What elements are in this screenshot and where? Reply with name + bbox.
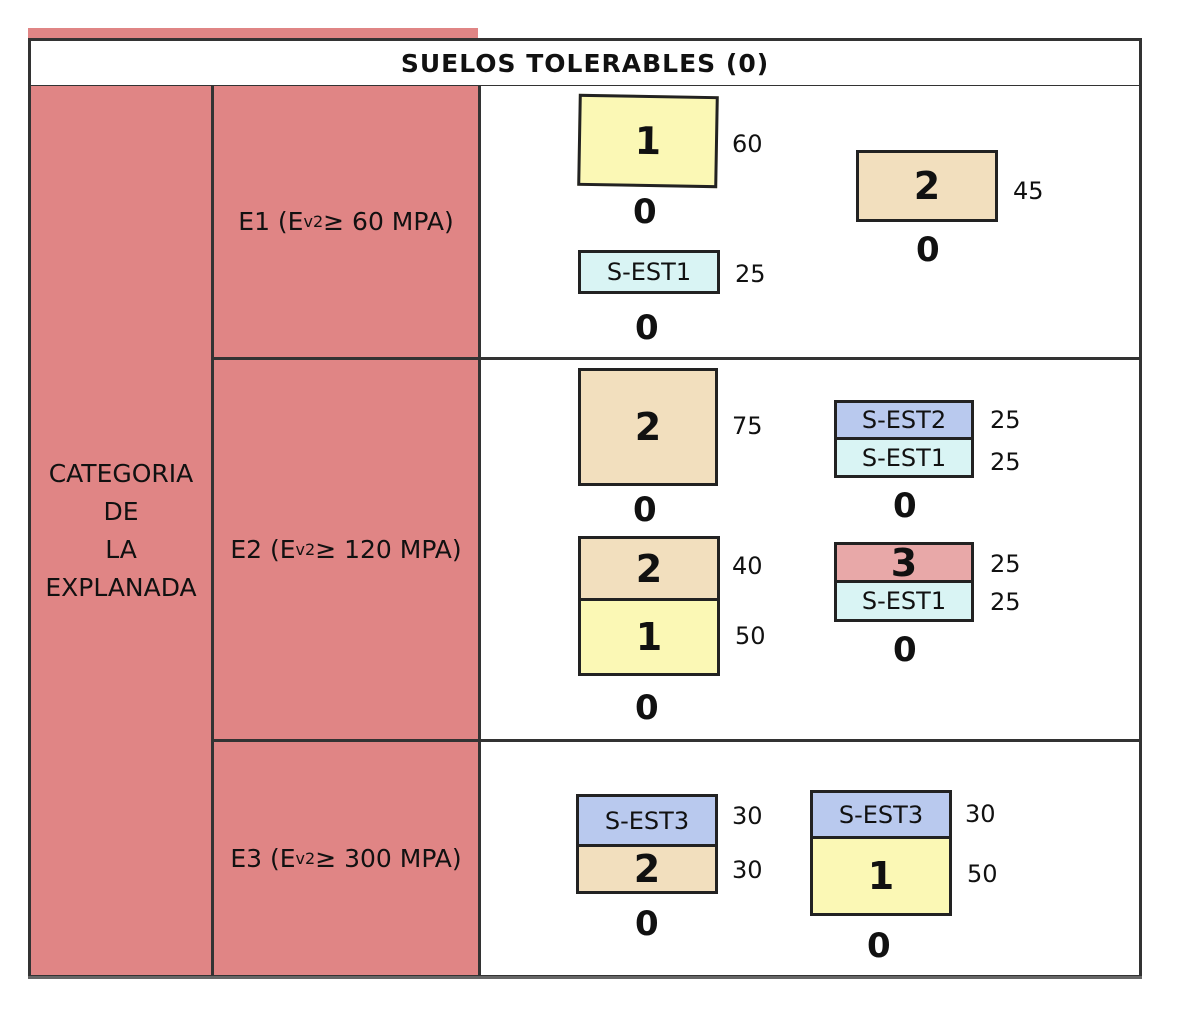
layer-block: 2 xyxy=(581,539,717,601)
table-header: SUELOS TOLERABLES (0) xyxy=(28,38,1142,88)
thickness-label: 75 xyxy=(732,412,763,440)
layer-block: 1 xyxy=(577,93,719,189)
category-label: CATEGORIA DE LA EXPLANADA xyxy=(28,86,214,978)
layer-block: 3 xyxy=(837,541,971,585)
thickness-label: 25 xyxy=(990,448,1021,476)
category-line: CATEGORIA xyxy=(48,458,194,488)
layer-block: 1 xyxy=(813,839,949,913)
layer-stack: 3 S-EST1 xyxy=(834,541,974,622)
thickness-label: 40 xyxy=(732,552,763,580)
category-line: LA xyxy=(105,534,137,564)
layer-stack: S-EST3 2 xyxy=(576,794,718,894)
layer-block: 2 xyxy=(579,847,715,891)
thickness-label: 25 xyxy=(735,260,766,288)
thickness-label: 45 xyxy=(1013,177,1044,205)
subgrade-label: 0 xyxy=(893,486,917,526)
thickness-label: 50 xyxy=(967,860,998,888)
thickness-label: 50 xyxy=(735,622,766,650)
category-line: DE xyxy=(103,496,139,526)
layer-block: 2 xyxy=(856,150,998,222)
layer-stack: S-EST3 1 xyxy=(810,790,952,916)
header-accent-strip xyxy=(28,28,478,38)
subgrade-label: 0 xyxy=(635,688,659,728)
subgrade-label: 0 xyxy=(633,192,657,232)
thickness-label: 30 xyxy=(732,802,763,830)
thickness-label: 60 xyxy=(732,130,763,158)
subgrade-label: 0 xyxy=(635,308,659,348)
subgrade-label: 0 xyxy=(633,490,657,530)
layer-block: S-EST3 xyxy=(813,793,949,839)
layer-block: 2 xyxy=(578,368,718,486)
layer-block: S-EST1 xyxy=(837,583,971,619)
subgrade-label: 0 xyxy=(893,630,917,670)
layer-block: 1 xyxy=(581,601,717,673)
subgrade-label: 0 xyxy=(635,904,659,944)
category-line: EXPLANADA xyxy=(45,572,197,602)
thickness-label: 25 xyxy=(990,406,1021,434)
layer-stack: S-EST2 S-EST1 xyxy=(834,400,974,478)
thickness-label: 25 xyxy=(990,588,1021,616)
layer-stack: 2 1 xyxy=(578,536,720,676)
subgrade-label: 0 xyxy=(916,230,940,270)
thickness-label: 30 xyxy=(965,800,996,828)
thickness-label: 30 xyxy=(732,856,763,884)
layer-block: S-EST2 xyxy=(837,403,971,440)
table-bottom-border xyxy=(28,976,1142,979)
layer-block: S-EST1 xyxy=(578,250,720,294)
thickness-label: 25 xyxy=(990,550,1021,578)
layer-block: S-EST3 xyxy=(579,797,715,847)
layer-block: S-EST1 xyxy=(837,440,971,475)
subgrade-label: 0 xyxy=(867,926,891,966)
